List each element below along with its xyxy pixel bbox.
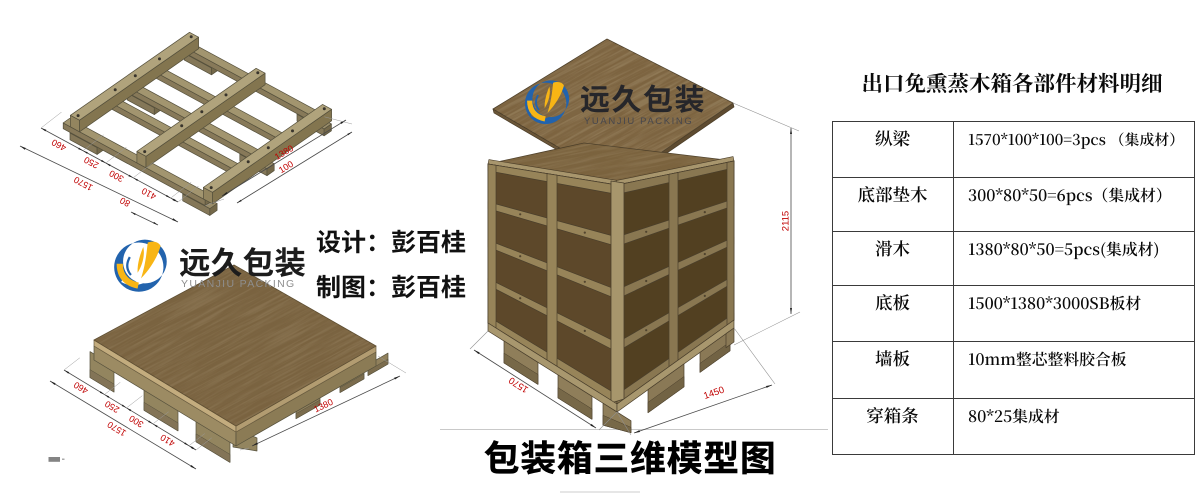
- svg-text:YUANJIU PACKING: YUANJIU PACKING: [181, 278, 296, 290]
- svg-text:80: 80: [118, 195, 132, 209]
- svg-text:YUANJIU PACKING: YUANJIU PACKING: [584, 116, 693, 127]
- svg-text:2115: 2115: [781, 211, 792, 231]
